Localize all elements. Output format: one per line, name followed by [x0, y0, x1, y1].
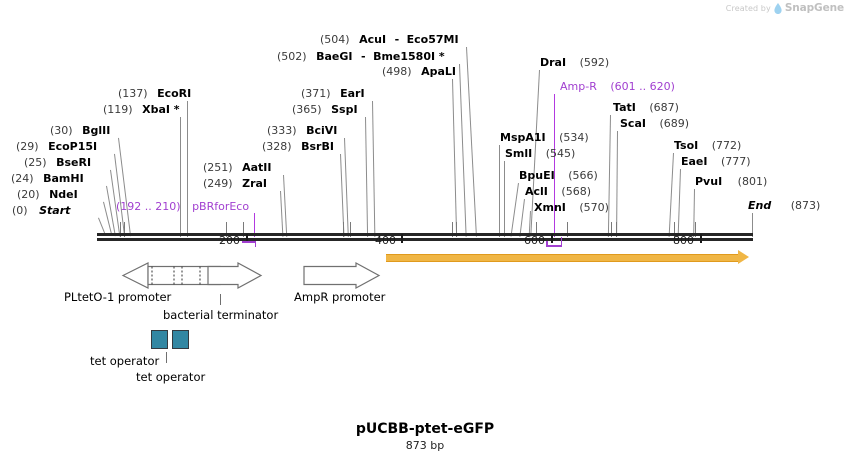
leader-line-pbrforeco	[254, 213, 255, 237]
site-label-tsoi[interactable]: TsoI (772)	[674, 139, 742, 152]
leader-line-smli	[504, 161, 505, 237]
site-tick-mark	[567, 222, 568, 237]
site-label-bamhi[interactable]: (24) BamHI	[11, 172, 84, 185]
site-label-scai[interactable]: ScaI (689)	[620, 117, 690, 130]
ruler-tick-200	[246, 234, 248, 243]
ruler-label-800: 800	[673, 234, 694, 247]
site-label-drai[interactable]: DraI (592)	[540, 56, 610, 69]
site-label-bsrbi[interactable]: (328) BsrBI	[262, 140, 334, 153]
leader-line-eaei	[677, 169, 681, 237]
tet-operator-box-1[interactable]	[151, 330, 168, 349]
primer-label-pbrforeco[interactable]: (192 .. 210) pBRforEco	[116, 200, 250, 213]
site-tick-mark	[350, 222, 351, 237]
site-tick-mark	[124, 222, 125, 237]
feature-label-tet-operator-2[interactable]: tet operator	[136, 370, 206, 384]
leader-line-aatii	[283, 174, 288, 237]
site-label-tati[interactable]: TatI (687)	[613, 101, 679, 114]
site-label-xbai[interactable]: (119) XbaI *	[103, 103, 180, 116]
site-label-xmni[interactable]: XmnI (570)	[534, 201, 609, 214]
site-tick-mark	[452, 222, 453, 237]
snapgene-watermark: Created by SnapGene	[726, 2, 844, 14]
site-label-eari[interactable]: (371) EarI	[301, 87, 365, 100]
tet-operator-box-2[interactable]	[172, 330, 189, 349]
leader-line-sspi	[365, 116, 369, 237]
ruler-tick-800	[700, 234, 702, 243]
leader-line-mspa1i	[499, 145, 500, 237]
ampr-cds-arrow-body[interactable]	[386, 254, 738, 262]
site-label-eaei[interactable]: EaeI (777)	[681, 155, 751, 168]
marker-label-end[interactable]: End (873)	[748, 199, 821, 212]
ampr-cds-arrow-head	[738, 250, 749, 264]
watermark-created-by-label: Created by	[725, 3, 771, 13]
feature-stem-bacterial-terminator	[220, 294, 221, 305]
leader-line-zrai	[280, 190, 284, 237]
site-label-bcivi[interactable]: (333) BciVI	[267, 124, 338, 137]
site-label-ndei[interactable]: (20) NdeI	[17, 188, 78, 201]
site-label-ecop15i[interactable]: (29) EcoP15I	[16, 140, 98, 153]
site-label-acui[interactable]: (504) AcuI - Eco57MI	[320, 33, 459, 46]
plteto1-promoter-arrow[interactable]	[121, 262, 232, 294]
site-label-bglii[interactable]: (30) BglII	[50, 124, 111, 137]
leader-line-baegi	[459, 63, 467, 237]
site-label-aatii[interactable]: (251) AatII	[203, 161, 272, 174]
site-label-baegi[interactable]: (502) BaeGI - Bme1580I *	[277, 50, 445, 63]
site-label-pvui[interactable]: PvuI (801)	[695, 175, 768, 188]
marker-label-start[interactable]: (0) Start	[12, 204, 71, 217]
leader-line-acli	[519, 199, 525, 237]
site-label-bseri[interactable]: (25) BseRI	[24, 156, 92, 169]
site-tick-mark	[536, 222, 537, 237]
ruler-label-400: 400	[375, 234, 396, 247]
ruler-label-200: 200	[219, 234, 240, 247]
site-label-bpuei[interactable]: BpuEI (566)	[519, 169, 598, 182]
feature-label-bacterial-terminator[interactable]: bacterial terminator	[163, 308, 279, 322]
bacterial-terminator-arrow[interactable]	[207, 261, 263, 294]
site-label-mspa1i[interactable]: MspA1I (534)	[500, 131, 589, 144]
ruler-tick-600	[551, 234, 553, 243]
site-tick-mark	[611, 222, 612, 237]
site-tick-mark	[343, 222, 344, 237]
site-label-ecori[interactable]: (137) EcoRI	[118, 87, 192, 100]
feature-label-ampr-promoter[interactable]: AmpR promoter	[294, 290, 386, 304]
site-label-sspi[interactable]: (365) SspI	[292, 103, 358, 116]
site-label-apali[interactable]: (498) ApaLI	[382, 65, 457, 78]
leader-line-xbai	[180, 117, 181, 237]
site-tick-mark	[616, 222, 617, 237]
leader-line-ampr-primer	[554, 94, 555, 237]
ruler-tick-400	[401, 234, 403, 243]
sequence-backbone-top	[97, 233, 753, 236]
feature-label-plteto1-promoter[interactable]: PLtetO-1 promoter	[64, 290, 172, 304]
site-tick-mark	[674, 222, 675, 237]
site-label-zrai[interactable]: (249) ZraI	[203, 177, 268, 190]
ampr-promoter-arrow[interactable]	[303, 261, 381, 294]
feature-label-tet-operator-1[interactable]: tet operator	[90, 354, 160, 368]
leader-line-tati	[607, 115, 611, 237]
leader-line-apali	[452, 78, 458, 237]
site-tick-mark	[243, 222, 244, 237]
leader-line-ecori	[187, 101, 188, 237]
site-tick-mark	[226, 222, 227, 237]
primer-label-ampr[interactable]: Amp-R (601 .. 620)	[560, 80, 675, 93]
leader-line-bcivi	[344, 137, 349, 237]
sequence-backbone-bottom	[97, 238, 753, 241]
plasmid-length-label: 873 bp	[405, 439, 445, 452]
leader-line-eari	[372, 100, 376, 237]
leader-line-acui	[466, 46, 477, 237]
site-label-acli[interactable]: AclI (568)	[525, 185, 591, 198]
site-label-smli[interactable]: SmlI (545)	[505, 147, 576, 160]
ruler-label-600: 600	[524, 234, 545, 247]
snapgene-droplet-icon	[774, 2, 782, 14]
page-title: pUCBB-ptet-eGFP	[355, 421, 495, 437]
feature-stem-tet-operator-2	[166, 352, 167, 363]
leader-line-bpuei	[510, 183, 519, 237]
watermark-brand-label: SnapGene	[784, 2, 844, 14]
site-tick-mark	[695, 222, 696, 237]
site-tick-mark	[120, 222, 121, 237]
leader-line-end	[752, 213, 753, 237]
site-tick-mark	[456, 222, 457, 237]
